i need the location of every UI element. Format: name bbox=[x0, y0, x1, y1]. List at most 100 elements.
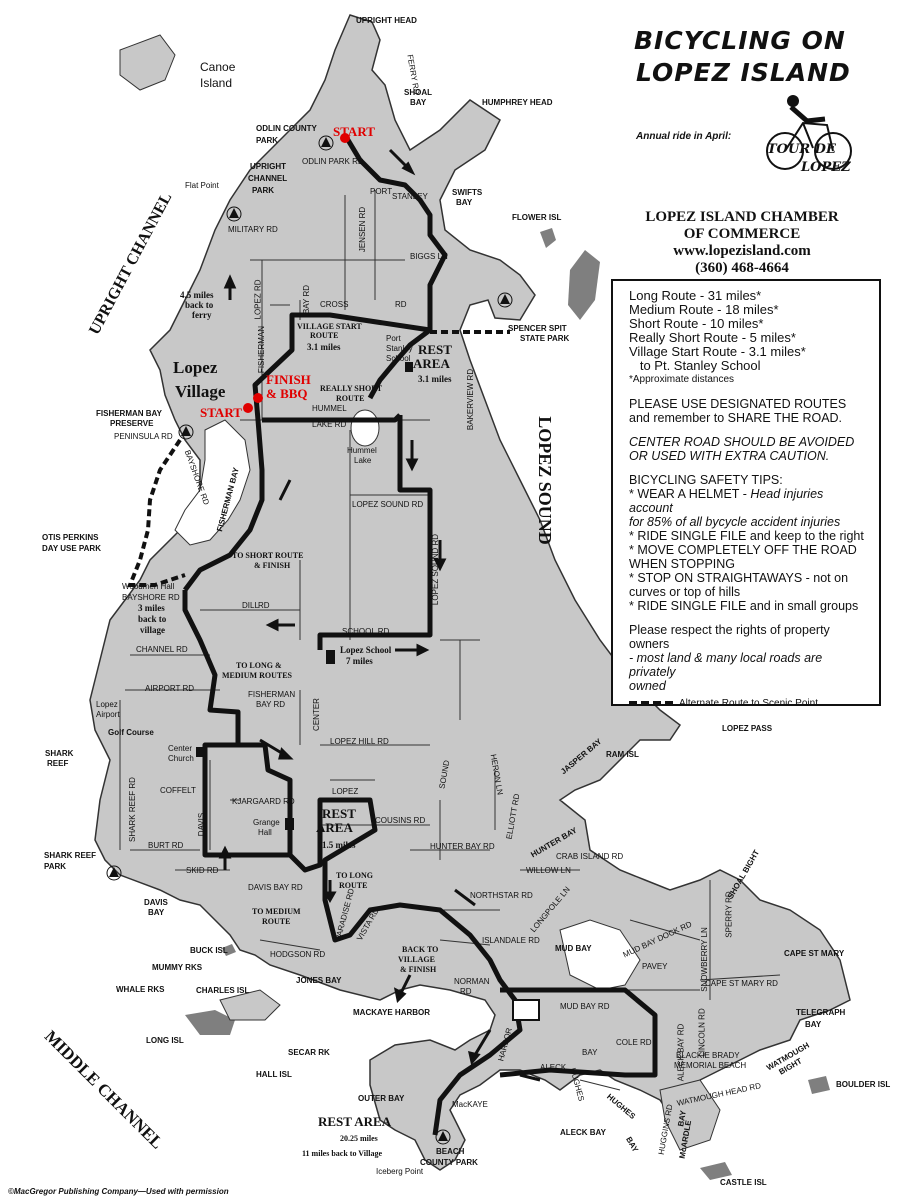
label-woodmen-hall: Woodmen Hall bbox=[122, 582, 175, 591]
label-dill: DILL bbox=[242, 601, 259, 610]
label-lopez-hill-rd: LOPEZ HILL RD bbox=[330, 737, 389, 746]
label-jones-bay: JONES BAY bbox=[296, 976, 342, 985]
label-boulder-isl: BOULDER ISL bbox=[836, 1080, 891, 1089]
label-flower-isl: FLOWER ISL bbox=[512, 213, 562, 222]
label-lopez-pass: LOPEZ PASS bbox=[722, 724, 773, 733]
hummel-lake bbox=[350, 409, 380, 447]
label-center-church-1: Center bbox=[168, 744, 193, 753]
label-fb-preserve-1: FISHERMAN BAY bbox=[96, 409, 162, 418]
label-norman: NORMAN bbox=[454, 977, 490, 986]
label-lopez-2: LOPEZ bbox=[332, 787, 359, 796]
label-mud-bay: MUD BAY bbox=[555, 944, 592, 953]
label-lincoln-rd: LINCOLN RD bbox=[697, 1008, 707, 1057]
legend-route-short: Short Route - 10 miles* bbox=[629, 316, 764, 331]
label-charles-isl: CHARLES ISL bbox=[196, 986, 250, 995]
label-golf-course: Golf Course bbox=[108, 728, 154, 737]
chamber-phone: (360) 468-4664 bbox=[695, 260, 789, 276]
legend-tips-title: BICYCLING SAFETY TIPS: bbox=[629, 473, 783, 487]
label-3miles-1: 3 miles bbox=[138, 603, 165, 613]
label-northstar-rd: NORTHSTAR RD bbox=[470, 891, 533, 900]
label-to-long-route-2: ROUTE bbox=[339, 881, 368, 890]
label-sperry-rd: SPERRY RD bbox=[724, 891, 734, 938]
label-davis: DAVIS bbox=[197, 812, 207, 837]
label-village-start-3: 3.1 miles bbox=[307, 342, 341, 352]
label-finish: FINISH bbox=[266, 372, 311, 387]
annual-ride-note: Annual ride in April: bbox=[636, 131, 732, 142]
label-airport-rd: AIRPORT RD bbox=[145, 684, 195, 693]
label-back-village-3: & FINISH bbox=[400, 965, 437, 974]
label-peninsula-rd: PENINSULA RD bbox=[114, 432, 173, 441]
label-bbq: & BBQ bbox=[266, 386, 308, 401]
legend-route-really-short: Really Short Route - 5 miles* bbox=[629, 330, 796, 345]
label-dill-rd: RD bbox=[258, 601, 270, 610]
legend-tip-helmet-a: * WEAR A HELMET - bbox=[629, 487, 751, 501]
label-secar-rk: SECAR RK bbox=[288, 1048, 330, 1057]
label-lopez-airport-1: Lopez bbox=[96, 700, 118, 709]
label-shark-reef-park-2: PARK bbox=[44, 862, 67, 871]
label-upright-head: UPRIGHT HEAD bbox=[356, 16, 417, 25]
label-school-rd: SCHOOL RD bbox=[342, 627, 390, 636]
start-dot-village bbox=[243, 403, 253, 413]
label-spencer-2: STATE PARK bbox=[520, 334, 570, 343]
label-3miles-3: village bbox=[140, 625, 165, 635]
label-bay-rd: BAY RD bbox=[302, 284, 312, 315]
label-bayshore-rd-2: BAYSHORE RD bbox=[122, 593, 180, 602]
label-beach-2: COUNTY PARK bbox=[420, 1158, 478, 1167]
label-grange-1: Grange bbox=[253, 818, 280, 827]
label-military-rd: MILITARY RD bbox=[228, 225, 278, 234]
svg-text:LOPEZ: LOPEZ bbox=[800, 160, 851, 175]
label-castle-isl: CASTLE ISL bbox=[720, 1178, 767, 1187]
buck-island bbox=[222, 944, 236, 956]
label-port-stanley-school-1: Port bbox=[386, 334, 401, 343]
label-norman-rd: RD bbox=[460, 987, 472, 996]
label-port-stanley-school-3: School bbox=[386, 354, 411, 363]
label-crab-island-rd: CRAB ISLAND RD bbox=[556, 852, 624, 861]
label-lake-rd: LAKE RD bbox=[312, 420, 347, 429]
legend-tip-single-file: * RIDE SINGLE FILE and keep to the right bbox=[629, 529, 864, 543]
canoe-island bbox=[119, 34, 176, 91]
label-coffelt: COFFELT bbox=[160, 786, 196, 795]
label-cross-rd: RD bbox=[395, 300, 407, 309]
label-lopez-village-1: Lopez bbox=[173, 358, 218, 377]
chamber-website: www.lopezisland.com bbox=[673, 243, 811, 259]
label-fisherman-bay-rd-2: BAY RD bbox=[256, 700, 286, 709]
legend-designated-2: and remember to SHARE THE ROAD. bbox=[629, 411, 843, 425]
label-area-2: AREA bbox=[316, 820, 353, 835]
label-pavey: PAVEY bbox=[642, 962, 668, 971]
label-grange-2: Hall bbox=[258, 828, 272, 837]
park-markers bbox=[106, 135, 513, 1145]
label-really-short-1: REALLY SHORT bbox=[320, 384, 383, 393]
legend-tip-small-groups: * RIDE SINGLE FILE and in small groups bbox=[629, 599, 859, 613]
label-rest-1: REST bbox=[418, 342, 452, 357]
label-village-start-1: VILLAGE START bbox=[297, 322, 362, 331]
label-davis-bay-rd: DAVIS BAY RD bbox=[248, 883, 303, 892]
legend-alt-route: Alternate Route to Scenic Point bbox=[679, 698, 818, 709]
label-45-miles-3: ferry bbox=[192, 310, 212, 320]
long-island bbox=[185, 1010, 235, 1035]
bike-route bbox=[182, 133, 658, 1136]
label-mackaye-harbor: MACKAYE HARBOR bbox=[353, 1008, 431, 1017]
label-mud-bay-rd: MUD BAY RD bbox=[560, 1002, 610, 1011]
legend-tip-straightaways-2: curves or top of hills bbox=[629, 585, 741, 599]
label-aleck: ALECK bbox=[540, 1063, 567, 1072]
legend-tip-helmet-b: Head injuries account bbox=[629, 487, 824, 515]
legend-tip-straightaways-1: * STOP ON STRAIGHTAWAYS - not on bbox=[629, 571, 849, 585]
label-spencer-1: SPENCER SPIT bbox=[508, 324, 567, 333]
label-swifts-1: SWIFTS bbox=[452, 188, 483, 197]
label-fisherman-bay-rd-1: FISHERMAN bbox=[248, 690, 296, 699]
fisherman-bay-water bbox=[174, 419, 251, 546]
label-long-isl: LONG ISL bbox=[146, 1036, 184, 1045]
lopez-island-landmass bbox=[89, 14, 851, 1171]
legend-route-village-dest: to Pt. Stanley School bbox=[629, 358, 761, 373]
label-aleck-bay: ALECK BAY bbox=[560, 1128, 606, 1137]
large-east-island bbox=[568, 250, 600, 320]
label-kjargaard-rd: KJARGAARD RD bbox=[232, 797, 295, 806]
copyright-note: ©MacGregor Publishing Company—Used with … bbox=[8, 1187, 229, 1196]
finish-dot-village bbox=[253, 393, 263, 403]
label-rest-miles-2: 11.5 miles bbox=[318, 840, 356, 850]
mud-bay-water bbox=[559, 919, 641, 991]
label-burt-rd: BURT RD bbox=[148, 841, 184, 850]
legend-tip-helmet-c: for 85% of all bycycle accident injuries bbox=[629, 515, 841, 529]
label-shark-reef-rd: SHARK REEF RD bbox=[127, 777, 137, 842]
